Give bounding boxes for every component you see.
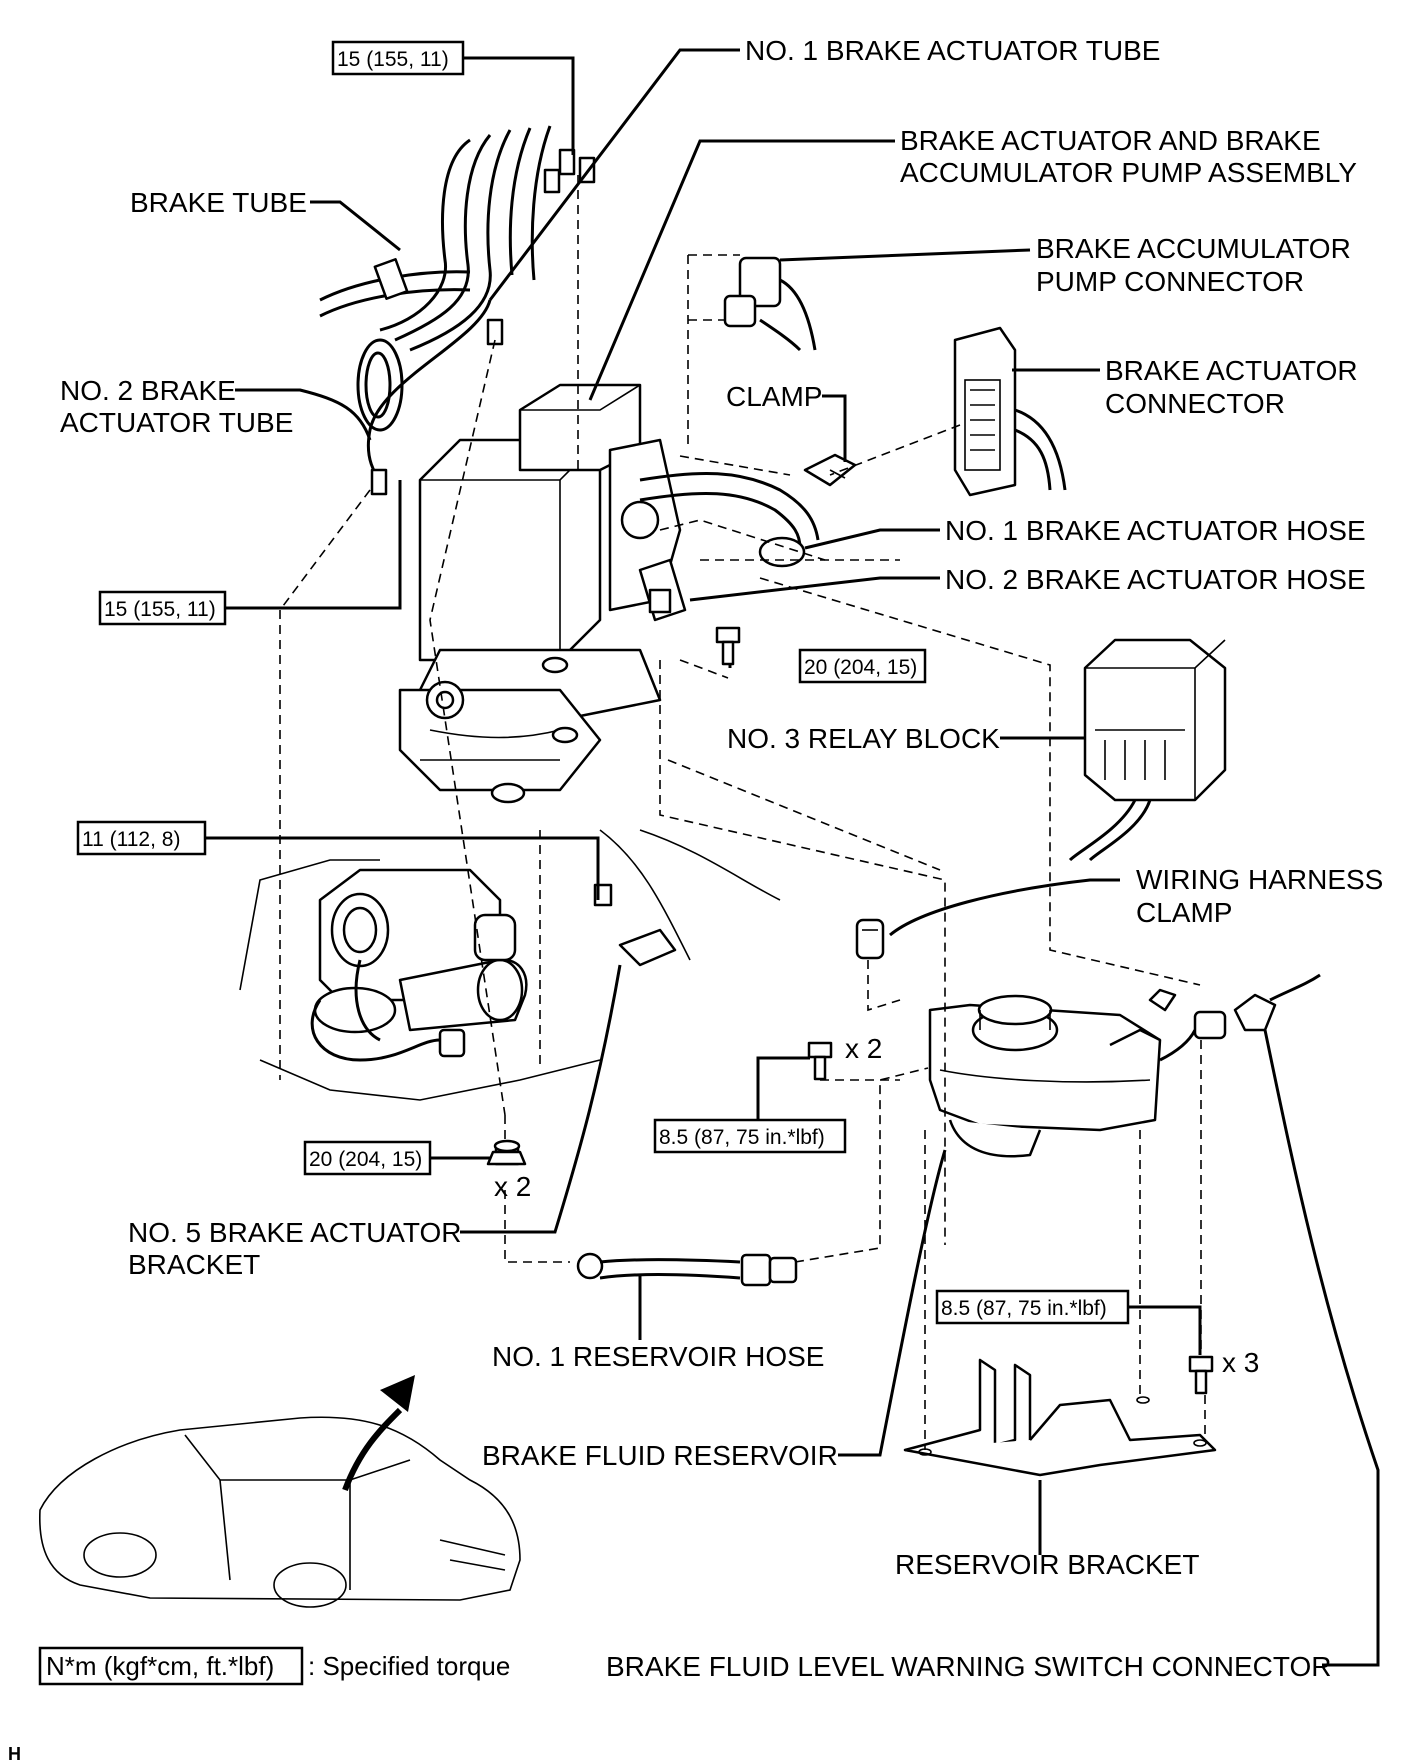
no1-reservoir-hose (576, 1252, 798, 1287)
no3-relay-block (1068, 638, 1227, 862)
quantity-marks: x 2 x 2 x 3 (494, 1033, 1259, 1378)
brake-fluid-reservoir (928, 994, 1227, 1158)
torque-nut: 20 (204, 15) (309, 1148, 422, 1171)
torque-boxes (38, 40, 1130, 1686)
label-accumulator-connector-line2: PUMP CONNECTOR (1036, 266, 1304, 297)
vehicle-outline (39, 1416, 521, 1608)
label-no3-relay-block: NO. 3 RELAY BLOCK (727, 723, 1000, 754)
torque-bracket: 11 (112, 8) (82, 828, 180, 851)
torque-box-reservoir (653, 1118, 847, 1154)
label-no1-actuator-hose: NO. 1 BRAKE ACTUATOR HOSE (945, 515, 1366, 546)
label-brake-tube: BRAKE TUBE (130, 187, 307, 218)
clamp-part (803, 453, 857, 487)
legend-description: : Specified torque (308, 1651, 510, 1681)
label-level-switch-connector: BRAKE FLUID LEVEL WARNING SWITCH CONNECT… (606, 1651, 1332, 1682)
torque-values: 15 (155, 11) 15 (155, 11) 20 (204, 15) 1… (82, 48, 1107, 1320)
no2-brake-actuator-hose (638, 558, 687, 622)
no1-brake-actuator-hose (639, 471, 820, 568)
accumulator-pump-connector (723, 256, 817, 352)
label-actuator-assembly-line1: BRAKE ACTUATOR AND BRAKE (900, 125, 1321, 156)
legend-torque-box (38, 1646, 304, 1686)
label-no5-bracket-line2: BRACKET (128, 1249, 260, 1280)
label-harness-clamp-line2: CLAMP (1136, 897, 1232, 928)
torque-actuator-bolt: 20 (204, 15) (804, 656, 917, 679)
dashed-guides (279, 175, 1206, 1450)
legend: N*m (kgf*cm, ft.*lbf) : Specified torque (46, 1651, 510, 1681)
torque-box-actuator-bolt (798, 648, 927, 684)
torque-reservoir: 8.5 (87, 75 in.*lbf) (659, 1126, 825, 1149)
torque-box-bracket (76, 820, 207, 856)
corner-mark: H (8, 1744, 21, 1763)
label-no1-brake-actuator-tube: NO. 1 BRAKE ACTUATOR TUBE (745, 35, 1160, 66)
label-no1-reservoir-hose: NO. 1 RESERVOIR HOSE (492, 1341, 824, 1372)
label-no2-actuator-hose: NO. 2 BRAKE ACTUATOR HOSE (945, 564, 1366, 595)
wiring-harness-clamp (855, 918, 885, 960)
leader-lines (205, 48, 1380, 1667)
label-actuator-connector-line1: BRAKE ACTUATOR (1105, 355, 1358, 386)
label-harness-clamp-line1: WIRING HARNESS (1136, 864, 1383, 895)
label-reservoir-bracket: RESERVOIR BRACKET (895, 1549, 1199, 1580)
label-no2-tube-line2: ACTUATOR TUBE (60, 407, 293, 438)
nut-part (486, 1150, 527, 1166)
brake-tube-bundle (319, 125, 552, 481)
label-accumulator-connector-line1: BRAKE ACCUMULATOR (1036, 233, 1351, 264)
torque-box-top (331, 40, 465, 76)
brake-actuator-assembly (398, 383, 682, 804)
torque-reservoir-bracket: 8.5 (87, 75 in.*lbf) (941, 1297, 1107, 1320)
label-brake-fluid-reservoir: BRAKE FLUID RESERVOIR (482, 1440, 838, 1471)
label-no5-bracket-line1: NO. 5 BRAKE ACTUATOR (128, 1217, 461, 1248)
engine-bay-area (239, 829, 781, 1101)
legend-unit-text: N*m (kgf*cm, ft.*lbf) (46, 1651, 274, 1681)
location-arrow (342, 1375, 415, 1492)
quantity-reservoir-bolt: x 2 (845, 1033, 882, 1064)
quantity-reservoir-bracket-bolt: x 3 (1222, 1347, 1259, 1378)
label-no2-tube-line1: NO. 2 BRAKE (60, 375, 236, 406)
label-clamp: CLAMP (726, 381, 822, 412)
part-labels: NO. 1 BRAKE ACTUATOR TUBE BRAKE ACTUATOR… (60, 35, 1383, 1682)
brake-actuator-connector (953, 326, 1067, 497)
reservoir-bracket (903, 1358, 1217, 1477)
torque-top: 15 (155, 11) (337, 48, 449, 71)
torque-box-left (98, 590, 227, 626)
quantity-nut: x 2 (494, 1171, 531, 1202)
torque-box-nut (303, 1140, 432, 1176)
label-actuator-connector-line2: CONNECTOR (1105, 388, 1285, 419)
level-switch-connector (1148, 973, 1321, 1032)
label-actuator-assembly-line2: ACCUMULATOR PUMP ASSEMBLY (900, 157, 1357, 188)
torque-box-reservoir-bracket (935, 1289, 1130, 1325)
torque-left: 15 (155, 11) (104, 598, 216, 621)
